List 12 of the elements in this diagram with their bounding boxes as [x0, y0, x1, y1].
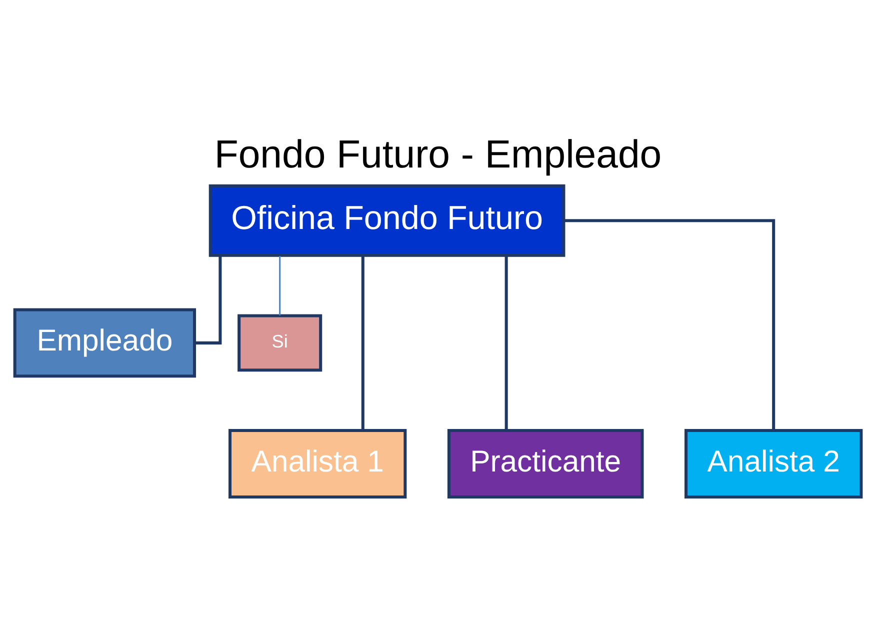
- node-box: Oficina Fondo Futuro: [208, 184, 566, 257]
- node-box: Si: [238, 314, 322, 372]
- connector: [504, 255, 508, 430]
- connector: [194, 256, 222, 344]
- diagram-title: Fondo Futuro - Empleado: [214, 132, 662, 176]
- connector: [279, 256, 281, 316]
- connector: [564, 219, 776, 430]
- node-box: Analista 1: [228, 429, 407, 498]
- node-box: Empleado: [13, 308, 196, 378]
- connector: [361, 255, 364, 430]
- node-box: Analista 2: [684, 429, 863, 498]
- node-box: Practicante: [447, 429, 644, 498]
